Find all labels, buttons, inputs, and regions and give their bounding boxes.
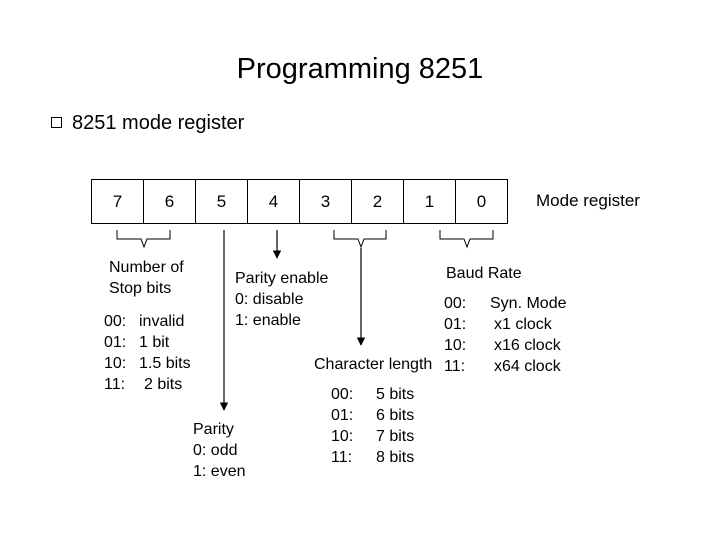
baud-rate-values: Syn. Mode x1 clock x16 clock x64 clock [490, 295, 567, 375]
stop-bits-heading: Number of Stop bits [109, 259, 184, 297]
brace-stop-bits [116, 230, 171, 249]
character-length-heading: Character length [314, 356, 433, 373]
character-length-codes: 00: 01: 10: 11: [331, 386, 354, 466]
baud-rate-codes: 00: 01: 10: 11: [444, 295, 467, 375]
brace-char-length [439, 230, 494, 249]
brace-baud-rate [333, 230, 387, 249]
subtitle: 8251 mode register [72, 112, 245, 134]
bit-4-cell: 4 [247, 179, 300, 224]
bit-3-cell: 3 [299, 179, 352, 224]
register-label: Mode register [536, 191, 640, 210]
bullet-box-icon [51, 117, 62, 128]
bit-1-cell: 1 [403, 179, 456, 224]
parity-block: Parity 0: odd 1: even [193, 421, 246, 480]
bit-0-cell: 0 [455, 179, 508, 224]
bit-5-cell: 5 [195, 179, 248, 224]
mode-register-table: 7 6 5 4 3 2 1 0 [91, 179, 508, 224]
stop-bits-codes: 00: 01: 10: 11: [104, 313, 127, 393]
page-title: Programming 8251 [236, 53, 484, 85]
stop-bits-values: invalid 1 bit 1.5 bits 2 bits [139, 313, 191, 393]
baud-rate-heading: Baud Rate [446, 265, 522, 282]
character-length-values: 5 bits 6 bits 7 bits 8 bits [376, 386, 415, 466]
parity-enable-block: Parity enable 0: disable 1: enable [235, 270, 329, 329]
bit-7-cell: 7 [91, 179, 144, 224]
bit-2-cell: 2 [351, 179, 404, 224]
